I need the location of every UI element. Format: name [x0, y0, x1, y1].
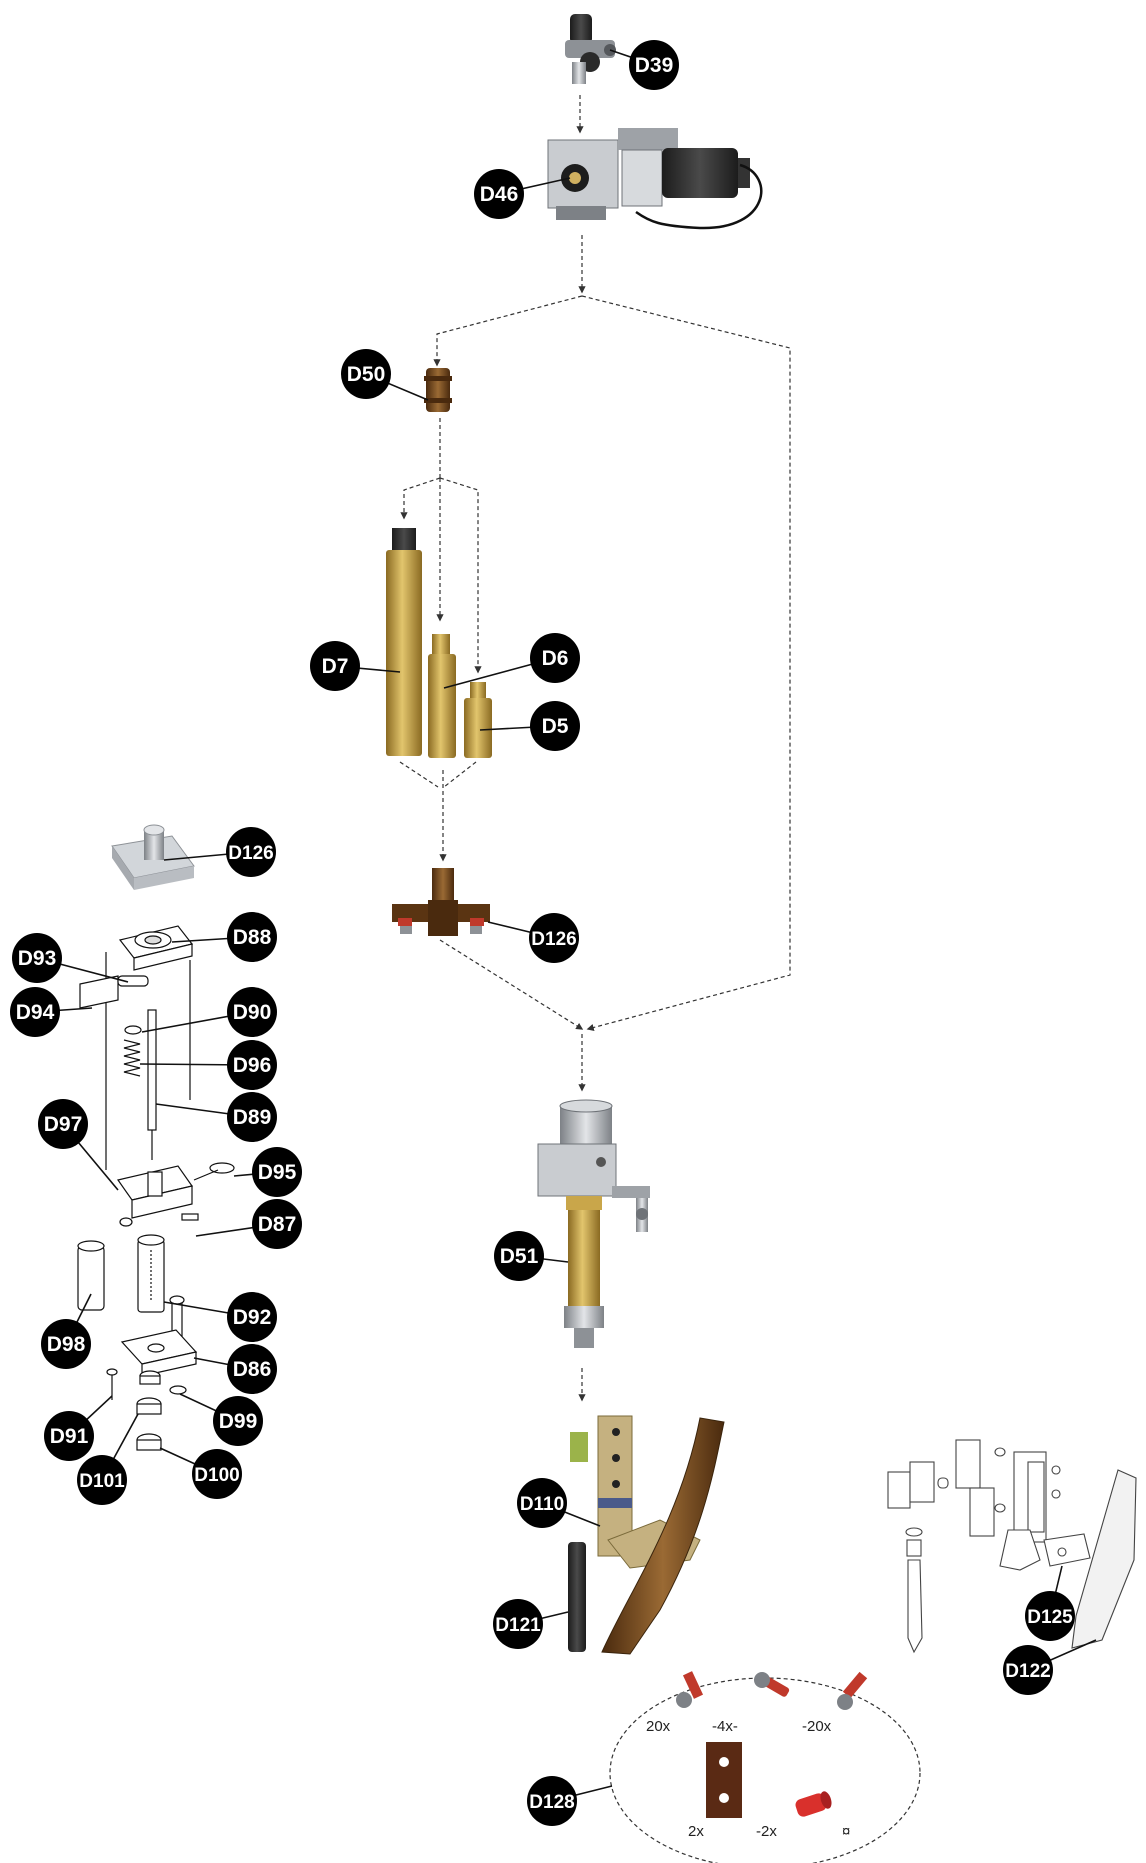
badge-d126_b: D126	[529, 913, 579, 963]
badge-d95: D95	[252, 1147, 302, 1197]
part-d121-pin	[568, 1542, 586, 1652]
badge-label-d128: D128	[529, 1792, 574, 1813]
badge-d90: D90	[227, 987, 277, 1037]
badge-d122: D122	[1003, 1645, 1053, 1695]
badge-d101: D101	[77, 1455, 127, 1505]
badge-d51: D51	[494, 1231, 544, 1281]
badge-label-d5: D5	[542, 715, 569, 738]
badge-label-d94: D94	[16, 1001, 55, 1024]
part-d126-bracket	[112, 825, 194, 890]
badge-d94: D94	[10, 987, 60, 1037]
badge-label-d99: D99	[219, 1410, 258, 1433]
badge-d7: D7	[310, 641, 360, 691]
badge-d121: D121	[493, 1599, 543, 1649]
part-right-exploded-assembly	[888, 1440, 1136, 1652]
badge-label-d39: D39	[635, 54, 674, 77]
badge-label-d96: D96	[233, 1054, 272, 1077]
badge-label-d126_b: D126	[531, 929, 576, 950]
part-d51-actuator-unit	[538, 1100, 650, 1348]
badge-label-d50: D50	[347, 363, 386, 386]
badge-label-d6: D6	[542, 647, 569, 670]
badge-label-d91: D91	[50, 1425, 89, 1448]
badge-label-d46: D46	[480, 183, 519, 206]
kit-d128-contents: 20x -4x- -20x 2x -2x ¤	[646, 1671, 867, 1840]
badge-label-d122: D122	[1005, 1661, 1050, 1682]
badge-label-d7: D7	[322, 655, 349, 678]
badge-d6: D6	[530, 633, 580, 683]
badge-d126_a: D126	[226, 827, 276, 877]
badge-d46: D46	[474, 169, 524, 219]
badge-label-d86: D86	[233, 1358, 272, 1381]
badge-label-d88: D88	[233, 926, 272, 949]
badge-label-d110: D110	[520, 1494, 564, 1515]
part-d7-long-tube	[386, 528, 422, 756]
badge-d91: D91	[44, 1411, 94, 1461]
badge-label-d51: D51	[500, 1245, 539, 1268]
part-d50-coupler	[424, 368, 452, 412]
badge-label-d97: D97	[44, 1113, 83, 1136]
badge-label-d89: D89	[233, 1106, 272, 1129]
qty-extra: ¤	[842, 1823, 850, 1840]
badge-d125: D125	[1025, 1591, 1075, 1641]
badge-label-d98: D98	[47, 1333, 86, 1356]
badge-d50: D50	[341, 349, 391, 399]
qty-screw-mid: -4x-	[712, 1718, 738, 1735]
badge-d98: D98	[41, 1319, 91, 1369]
badge-d128: D128	[527, 1776, 577, 1826]
qty-screw-left: 20x	[646, 1718, 671, 1735]
badge-d88: D88	[227, 912, 277, 962]
part-d5-short-tube	[464, 682, 492, 758]
badge-d86: D86	[227, 1344, 277, 1394]
part-left-exploded-assembly	[78, 926, 234, 1450]
badge-label-d121: D121	[495, 1615, 541, 1636]
badge-label-d87: D87	[258, 1213, 297, 1236]
qty-screw-right: -20x	[802, 1718, 832, 1735]
part-d126-bronze-fitting	[392, 868, 490, 936]
part-d39-actuator	[565, 14, 616, 84]
badge-d89: D89	[227, 1092, 277, 1142]
qty-plate: 2x	[688, 1823, 704, 1840]
badge-d5: D5	[530, 701, 580, 751]
badge-d87: D87	[252, 1199, 302, 1249]
badge-d39: D39	[629, 40, 679, 90]
badge-label-d126_a: D126	[228, 843, 273, 864]
badge-label-d101: D101	[79, 1471, 125, 1492]
badge-label-d125: D125	[1027, 1607, 1073, 1628]
badge-d96: D96	[227, 1040, 277, 1090]
part-d6-medium-tube	[428, 634, 456, 758]
badge-d110: D110	[517, 1478, 567, 1528]
badge-d93: D93	[12, 933, 62, 983]
badge-label-d93: D93	[18, 947, 57, 970]
qty-sleeve: -2x	[756, 1823, 777, 1840]
plate-icon	[706, 1742, 742, 1818]
screw-mid-icon	[754, 1672, 790, 1698]
badge-label-d95: D95	[258, 1161, 297, 1184]
part-d46-gearmotor	[548, 128, 761, 228]
badge-d97: D97	[38, 1099, 88, 1149]
badge-d100: D100	[192, 1449, 242, 1499]
badge-label-d90: D90	[233, 1001, 272, 1024]
badge-label-d92: D92	[233, 1306, 272, 1329]
badge-d99: D99	[213, 1396, 263, 1446]
badge-label-d100: D100	[194, 1465, 239, 1486]
badge-d92: D92	[227, 1292, 277, 1342]
sleeve-icon	[794, 1790, 834, 1818]
